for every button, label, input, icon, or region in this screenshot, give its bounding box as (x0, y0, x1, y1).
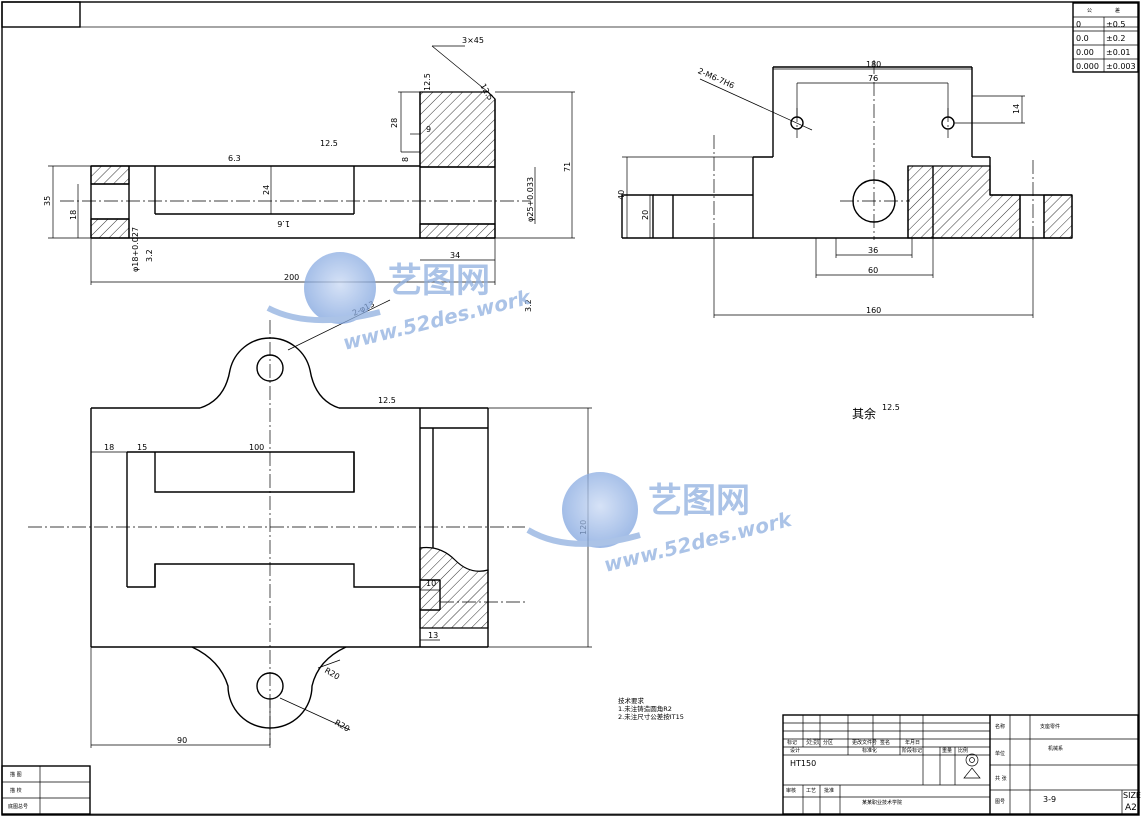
left-a: 描 图 (10, 771, 22, 778)
tech-notes-line1: 1.未注铸造圆角R2 (618, 704, 672, 713)
watermark-logo-2: 艺图网 www.52des.work (526, 472, 795, 577)
dim-71: 71 (563, 162, 572, 172)
tol-value-1: 0.0 (1076, 34, 1089, 43)
tb-name-label: 名称 (995, 723, 1005, 730)
rough-a: 12.5 (423, 73, 432, 91)
tb-sign: 签名 (880, 739, 890, 746)
tb-size-value: A2 (1125, 803, 1137, 813)
dim-10: 10 (426, 579, 436, 588)
dim-9: 9 (426, 125, 431, 134)
tol-tol-0: ±0.5 (1106, 20, 1125, 29)
tb-process: 工艺 (806, 788, 816, 794)
tb-approve: 批准 (824, 787, 834, 794)
tol-header-1: 公 (1087, 8, 1092, 14)
tb-unit-label: 单位 (995, 750, 1005, 757)
tb-design: 设计 (790, 747, 800, 754)
rough-3-2-b: 3.2 (524, 299, 533, 312)
rough-3-2-a: 3.2 (145, 249, 154, 262)
dim-76: 76 (868, 74, 878, 83)
dim-35: 35 (43, 196, 52, 206)
tb-sheet-label: 共 张 (995, 775, 1007, 782)
dim-180: 180 (866, 60, 881, 69)
dim-18b: 18 (104, 443, 114, 452)
tb-no-label: 图号 (995, 799, 1005, 805)
dim-200: 200 (284, 273, 299, 282)
tb-name-value: 支座零件 (1040, 723, 1060, 730)
tol-tol-1: ±0.2 (1106, 34, 1125, 43)
dim-8: 8 (401, 157, 410, 162)
tb-school: 某某职业技术学院 (862, 799, 902, 806)
tb-zone: 分区 (823, 739, 833, 746)
rough-6-3: 6.3 (228, 154, 241, 163)
dim-60: 60 (868, 266, 878, 275)
title-block: 标记 处数 分区 更改文件号 签名 年月日 设计 标准化 阶段标记 重量 比例 … (782, 714, 1141, 815)
tb-std: 标准化 (862, 747, 877, 754)
rough-c: 12.5 (320, 139, 338, 148)
dim-13: 13 (428, 631, 438, 640)
dim-40: 40 (617, 190, 626, 200)
tol-header-2: 差 (1115, 7, 1120, 14)
tb-material: HT150 (790, 759, 816, 768)
dim-chamfer: 3×45 (462, 36, 484, 45)
corner-box (1, 1, 81, 28)
tb-audit: 审核 (786, 787, 796, 794)
tol-value-2: 0.00 (1076, 48, 1094, 57)
rough-d: 12.5 (378, 396, 396, 405)
left-stamp-block: 描 图 描 校 底图总号 (1, 765, 91, 815)
watermark-cn-2: 艺图网 (648, 481, 750, 521)
dim-100: 100 (249, 443, 264, 452)
tb-change: 更改文件号 (852, 739, 877, 746)
watermark-logo-1: 艺图网 www.52des.work (266, 252, 534, 355)
tb-unit-value: 机械系 (1048, 745, 1063, 752)
dim-18: 18 (69, 210, 78, 220)
left-c: 底图总号 (8, 803, 28, 810)
tb-stage: 阶段标记 (902, 747, 922, 754)
tolerance-table: 公 差 0 ±0.5 0.0 ±0.2 0.00 ±0.01 0.000 ±0.… (1072, 2, 1139, 73)
dim-phi18: φ18+0.027 (131, 227, 140, 272)
dim-15: 15 (137, 443, 147, 452)
dim-r20a: R20 (323, 666, 341, 682)
dim-24: 24 (262, 185, 271, 195)
front-section-view: 3×45 12.5 12.5 12.5 28 9 8 6.3 24 1.6 35… (43, 36, 575, 312)
tb-scale: 比例 (958, 747, 968, 754)
dim-20: 20 (641, 210, 650, 220)
tb-mark: 标记 (787, 739, 797, 746)
watermark-cn-1: 艺图网 (388, 261, 490, 301)
tb-size-label: SIZE (1123, 791, 1141, 800)
tol-tol-3: ±0.003 (1106, 62, 1136, 71)
left-b: 描 校 (10, 787, 22, 794)
remaining-roughness-label: 其余 (852, 406, 876, 421)
tb-drawing-no: 3-9 (1043, 795, 1056, 804)
dim-phi25: φ25+0.033 (526, 177, 535, 222)
dim-holes-m6: 2-M6-7H6 (696, 66, 735, 90)
dim-r20b: R20 (333, 718, 351, 734)
dim-160: 160 (866, 306, 881, 315)
dim-90: 90 (177, 736, 187, 745)
remaining-roughness-value: 12.5 (882, 403, 900, 412)
side-view: 2-M6-7H6 180 76 14 40 20 36 60 160 (617, 60, 1073, 318)
top-view: 2-φ13 12.5 18 15 100 120 10 13 R20 R20 9… (28, 299, 592, 748)
tol-value-0: 0 (1076, 20, 1081, 29)
tol-tol-2: ±0.01 (1106, 48, 1131, 57)
inner-border (1, 26, 1139, 815)
dim-34: 34 (450, 251, 460, 260)
dim-36: 36 (868, 246, 878, 255)
dim-14: 14 (1012, 104, 1021, 114)
tb-count: 处数 (806, 737, 820, 746)
rough-1-6: 1.6 (277, 219, 290, 228)
tb-weight: 重量 (942, 747, 952, 754)
tol-value-3: 0.000 (1076, 62, 1099, 71)
dim-28: 28 (390, 118, 399, 128)
tb-date: 年月日 (905, 739, 920, 746)
tech-notes-title: 技术要求 (618, 696, 645, 705)
tech-notes-line2: 2.未注尺寸公差按IT15 (618, 712, 684, 721)
